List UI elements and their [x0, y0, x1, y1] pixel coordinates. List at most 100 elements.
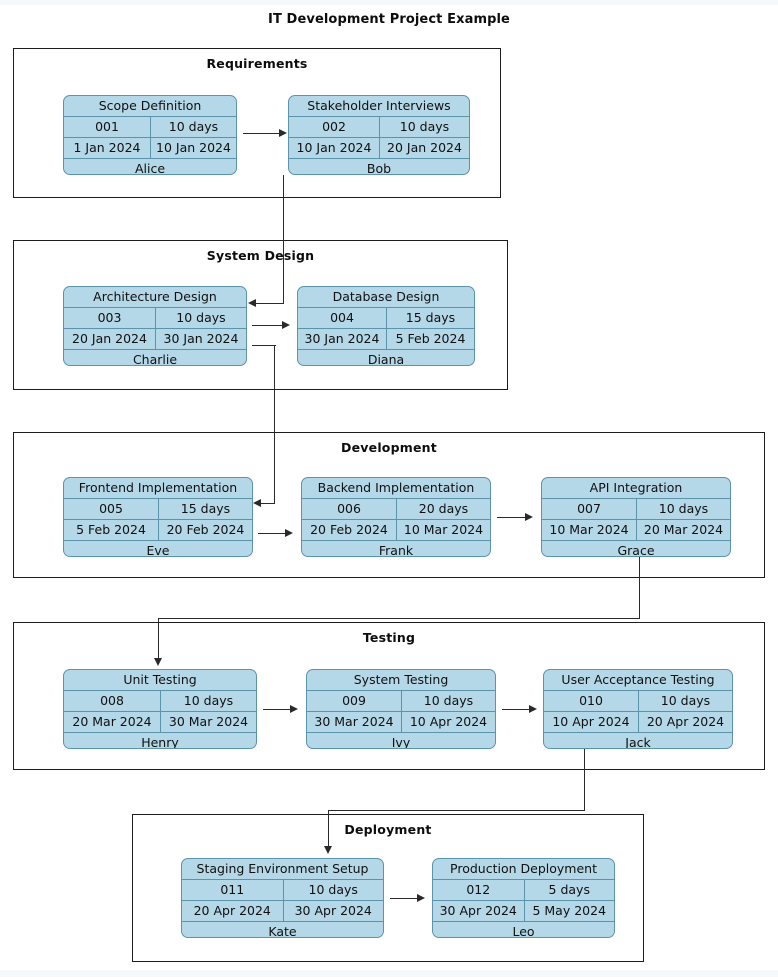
task-row-dates: 10 Jan 2024 20 Jan 2024: [289, 137, 469, 158]
task-row-owner: Leo: [433, 921, 614, 937]
task-end-date: 10 Jan 2024: [150, 138, 236, 158]
task-node-unit-testing[interactable]: Unit Testing 008 10 days 20 Mar 2024 30 …: [63, 669, 257, 749]
arrowhead-scope-to-stakeholder: [279, 129, 287, 137]
task-node-scope-definition[interactable]: Scope Definition 001 10 days 1 Jan 2024 …: [63, 95, 237, 175]
cluster-label-deployment: Deployment: [344, 822, 432, 837]
task-name: Backend Implementation: [317, 480, 475, 495]
task-node-backend-implementation[interactable]: Backend Implementation 006 20 days 20 Fe…: [301, 477, 491, 557]
task-duration: 15 days: [386, 308, 474, 328]
task-duration: 10 days: [160, 691, 256, 711]
task-start-date: 20 Jan 2024: [72, 331, 147, 346]
task-name: API Integration: [589, 480, 683, 495]
task-name: Database Design: [332, 289, 440, 304]
task-row-name: Database Design: [298, 287, 474, 307]
task-row-code-duration: 010 10 days: [544, 690, 732, 711]
edge-api-to-unit-horizontal: [158, 618, 640, 620]
task-row-owner: Frank: [302, 540, 490, 556]
task-row-code-duration: 012 5 days: [433, 879, 614, 900]
task-node-api-integration[interactable]: API Integration 007 10 days 10 Mar 2024 …: [541, 477, 731, 557]
task-node-frontend-implementation[interactable]: Frontend Implementation 005 15 days 5 Fe…: [63, 477, 253, 557]
task-duration: 5 days: [523, 880, 615, 900]
task-row-owner: Charlie: [64, 349, 246, 365]
task-node-user-acceptance-testing[interactable]: User Acceptance Testing 010 10 days 10 A…: [543, 669, 733, 749]
task-row-dates: 20 Jan 2024 30 Jan 2024: [64, 328, 246, 349]
task-row-owner: Ivy: [307, 732, 495, 749]
task-node-architecture-design[interactable]: Architecture Design 003 10 days 20 Jan 2…: [63, 286, 247, 366]
task-code: 002: [322, 119, 346, 134]
task-start-date: 20 Mar 2024: [72, 714, 152, 729]
task-end-date: 5 May 2024: [523, 901, 615, 921]
task-row-dates: 1 Jan 2024 10 Jan 2024: [64, 137, 236, 158]
task-row-dates: 10 Apr 2024 20 Apr 2024: [544, 711, 732, 732]
task-owner: Jack: [625, 735, 651, 749]
task-owner: Kate: [268, 924, 297, 938]
task-owner: Eve: [146, 543, 170, 557]
task-row-dates: 30 Jan 2024 5 Feb 2024: [298, 328, 474, 349]
task-duration: 15 days: [158, 499, 252, 519]
edge-scope-to-stakeholder: [243, 133, 281, 135]
task-row-dates: 5 Feb 2024 20 Feb 2024: [64, 519, 252, 540]
edge-stakeholder-to-architecture-vertical: [283, 175, 285, 304]
task-end-date: 30 Jan 2024: [155, 329, 246, 349]
task-start-date: 30 Apr 2024: [439, 903, 517, 918]
edge-api-to-unit-vertical-left: [158, 618, 160, 660]
task-owner: Ivy: [391, 735, 411, 749]
task-row-dates: 30 Mar 2024 10 Apr 2024: [307, 711, 495, 732]
task-duration: 10 days: [636, 499, 730, 519]
task-code: 001: [95, 119, 119, 134]
task-row-code-duration: 011 10 days: [182, 879, 383, 900]
task-code: 008: [100, 693, 124, 708]
task-code: 007: [577, 501, 601, 516]
task-owner: Henry: [141, 735, 179, 749]
task-row-dates: 30 Apr 2024 5 May 2024: [433, 900, 614, 921]
task-row-owner: Grace: [542, 540, 730, 556]
task-node-production-deployment[interactable]: Production Deployment 012 5 days 30 Apr …: [432, 858, 615, 938]
task-duration: 10 days: [282, 880, 384, 900]
task-row-code-duration: 005 15 days: [64, 498, 252, 519]
edge-uat-to-staging-horizontal: [328, 810, 585, 812]
arrowhead-system-to-uat: [529, 705, 537, 713]
task-name: User Acceptance Testing: [561, 672, 715, 687]
task-duration: 10 days: [150, 117, 236, 137]
task-name: Stakeholder Interviews: [307, 98, 451, 113]
task-node-database-design[interactable]: Database Design 004 15 days 30 Jan 2024 …: [297, 286, 475, 366]
task-row-name: System Testing: [307, 670, 495, 690]
task-row-owner: Bob: [289, 158, 469, 174]
task-end-date: 20 Apr 2024: [638, 712, 732, 732]
task-start-date: 10 Jan 2024: [296, 140, 372, 155]
task-code: 006: [337, 501, 361, 516]
edge-architecture-to-frontend-bottom: [261, 503, 275, 505]
task-row-dates: 10 Mar 2024 20 Mar 2024: [542, 519, 730, 540]
task-node-system-testing[interactable]: System Testing 009 10 days 30 Mar 2024 1…: [306, 669, 496, 749]
task-code: 009: [342, 693, 366, 708]
task-start-date: 30 Mar 2024: [314, 714, 394, 729]
task-node-stakeholder-interviews[interactable]: Stakeholder Interviews 002 10 days 10 Ja…: [288, 95, 470, 175]
task-code: 003: [97, 310, 122, 325]
task-row-owner: Henry: [64, 732, 256, 749]
edge-architecture-to-database-horizontal: [252, 325, 283, 327]
task-row-name: Production Deployment: [433, 859, 614, 879]
arrowhead-architecture-to-frontend: [253, 499, 261, 507]
task-start-date: 5 Feb 2024: [76, 522, 146, 537]
page-title: IT Development Project Example: [268, 12, 510, 27]
task-row-dates: 20 Feb 2024 10 Mar 2024: [302, 519, 490, 540]
task-end-date: 5 Feb 2024: [386, 329, 474, 349]
task-end-date: 20 Mar 2024: [636, 520, 730, 540]
task-row-name: Stakeholder Interviews: [289, 96, 469, 116]
bottom-background-band: [0, 970, 778, 977]
top-background-band: [0, 0, 778, 5]
task-node-staging-environment-setup[interactable]: Staging Environment Setup 011 10 days 20…: [181, 858, 384, 938]
task-row-name: Staging Environment Setup: [182, 859, 383, 879]
cluster-label-system-design: System Design: [206, 248, 315, 263]
task-duration: 10 days: [401, 691, 495, 711]
arrowhead-api-to-unit: [154, 658, 162, 666]
task-row-dates: 20 Mar 2024 30 Mar 2024: [64, 711, 256, 732]
task-row-code-duration: 009 10 days: [307, 690, 495, 711]
edge-architecture-to-frontend-top: [252, 345, 276, 347]
task-row-owner: Eve: [64, 540, 252, 557]
task-name: Architecture Design: [93, 289, 217, 304]
task-end-date: 20 Jan 2024: [379, 138, 469, 158]
edge-unit-to-system: [263, 709, 291, 711]
task-row-dates: 20 Apr 2024 30 Apr 2024: [182, 900, 383, 921]
edge-architecture-to-frontend-vertical: [274, 345, 276, 504]
